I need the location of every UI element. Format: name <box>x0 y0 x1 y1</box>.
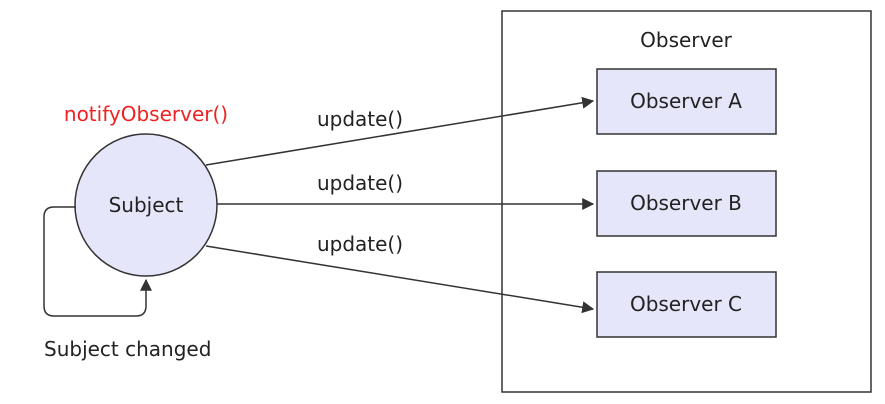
observer-c-box <box>596 271 777 338</box>
observer-a-label: Observer A <box>630 89 742 113</box>
observer-container <box>501 10 872 393</box>
notify-observer-label: notifyObserver() <box>64 102 228 126</box>
update-edge-c <box>205 245 595 314</box>
observer-c-label: Observer C <box>630 292 742 316</box>
observer-b-box <box>596 170 777 237</box>
subject-changed-label: Subject changed <box>44 337 211 361</box>
observer-b-label: Observer B <box>630 191 742 215</box>
update-edge-a-label: update() <box>317 107 403 131</box>
update-edge-b-label: update() <box>317 171 403 195</box>
subject-node <box>74 133 218 277</box>
subject-label: Subject <box>109 193 184 217</box>
observer-a-box <box>596 68 777 135</box>
subject-self-loop <box>43 206 152 317</box>
observer-container-title: Observer <box>640 28 733 52</box>
update-edge-a <box>205 96 595 166</box>
update-edge-c-label: update() <box>317 232 403 256</box>
